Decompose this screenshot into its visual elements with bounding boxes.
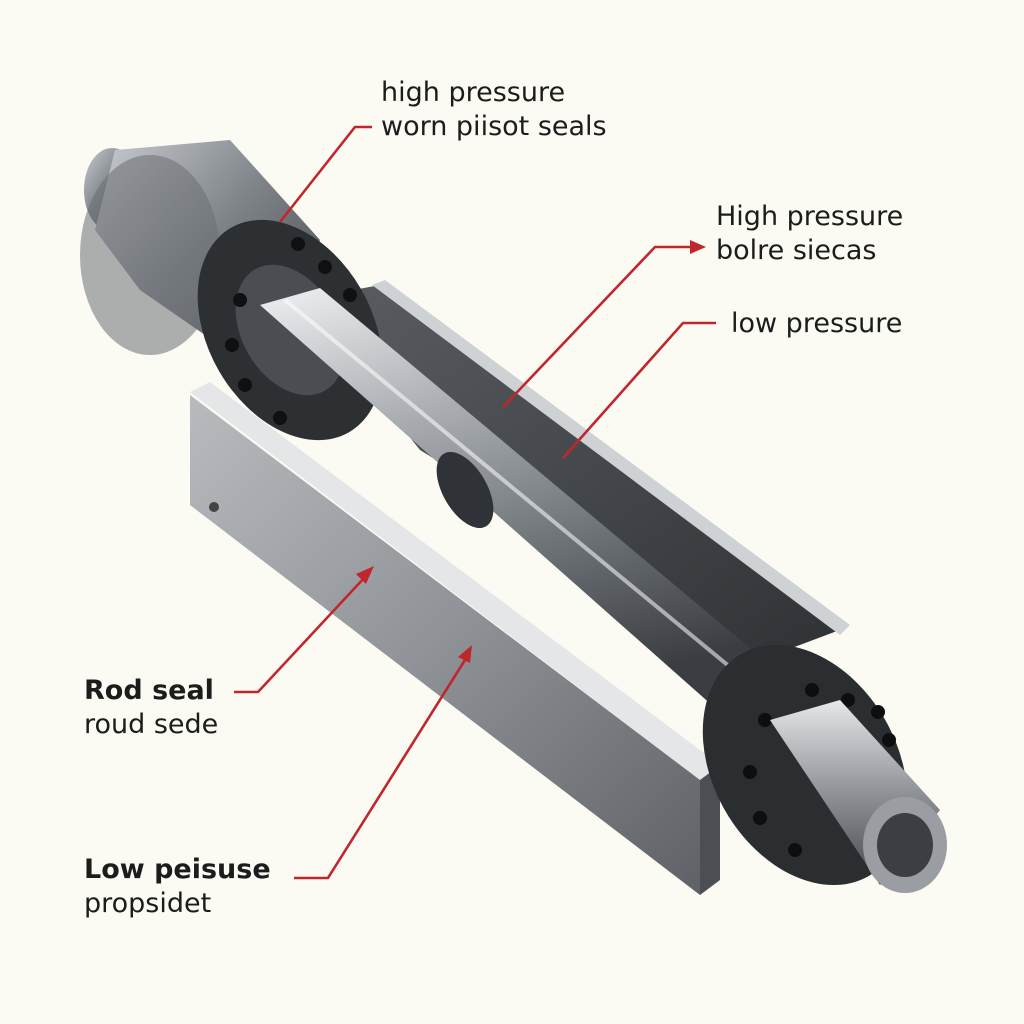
label-top-line2: worn piisot seals (381, 111, 607, 142)
leader-right-upper-arrow (690, 240, 706, 254)
leader-top (278, 125, 372, 223)
label-left-lower-line1: Low peisuse (84, 854, 271, 885)
leader-left-lower-arrow (458, 645, 472, 663)
front-flange-bolt-holes (743, 683, 896, 857)
label-high-pressure: High pressure bolre siecas (716, 200, 903, 268)
leader-left-upper-arrow (356, 566, 374, 584)
trough-front-face (190, 395, 700, 895)
label-right-upper-line1: High pressure (716, 201, 904, 232)
trough-front-wall (190, 382, 720, 780)
piston-rod (260, 288, 800, 730)
leader-right-upper (502, 245, 692, 408)
trough-end-face (700, 765, 720, 895)
label-worn-piston-seals: high pressure worn piisot seals (381, 76, 607, 144)
label-left-upper-line1: Rod seal (84, 675, 214, 706)
rear-cap-face (80, 155, 220, 355)
leader-lines (234, 125, 716, 880)
label-low-pressure-side: Low peisuse propsidet (84, 853, 271, 921)
leader-left-upper (234, 576, 366, 694)
leader-right-lower (562, 321, 716, 459)
label-rod-seal: Rod seal roud sede (84, 674, 218, 742)
piston-step (436, 452, 494, 528)
label-right-lower-line1: low pressure (731, 308, 903, 339)
label-top-line1: high pressure (381, 77, 566, 108)
trough-inner-wall (300, 285, 845, 660)
output-tube-bore (877, 813, 933, 877)
label-low-pressure: low pressure (731, 307, 902, 341)
leader-left-lower (294, 659, 467, 880)
trough-rivet (209, 502, 219, 512)
label-right-upper-line2: bolre siecas (716, 235, 877, 266)
label-left-lower-line2: propsidet (84, 888, 212, 919)
trough-back-wall (372, 280, 850, 635)
rear-flange-bolt-holes (225, 237, 359, 425)
label-left-upper-line2: roud sede (84, 709, 219, 740)
piston-rod-highlight (283, 298, 772, 702)
